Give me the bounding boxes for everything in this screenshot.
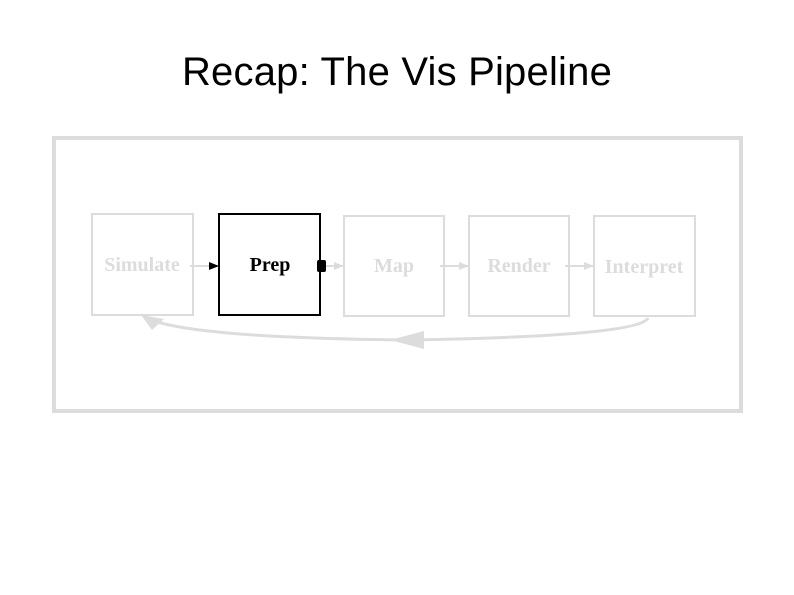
stage-render: Render	[468, 215, 570, 317]
feedback-loop-arrow	[145, 316, 650, 342]
stage-interpret-label: Interpret	[605, 256, 684, 278]
stage-prep: Prep	[218, 213, 321, 316]
stage-simulate-label: Simulate	[104, 254, 180, 276]
arrow-prep-to-map	[317, 260, 344, 272]
stage-render-label: Render	[487, 255, 550, 277]
feedback-loop-midpoint-arrowhead	[390, 331, 424, 349]
feedback-loop-end-arrowhead	[141, 315, 164, 330]
stage-simulate: Simulate	[91, 213, 194, 316]
slide-title: Recap: The Vis Pipeline	[181, 50, 613, 94]
pipeline-frame	[52, 136, 743, 413]
stage-map-label: Map	[374, 255, 414, 277]
stage-prep-label: Prep	[250, 254, 291, 276]
stage-interpret: Interpret	[593, 215, 696, 317]
stage-map: Map	[343, 215, 445, 317]
